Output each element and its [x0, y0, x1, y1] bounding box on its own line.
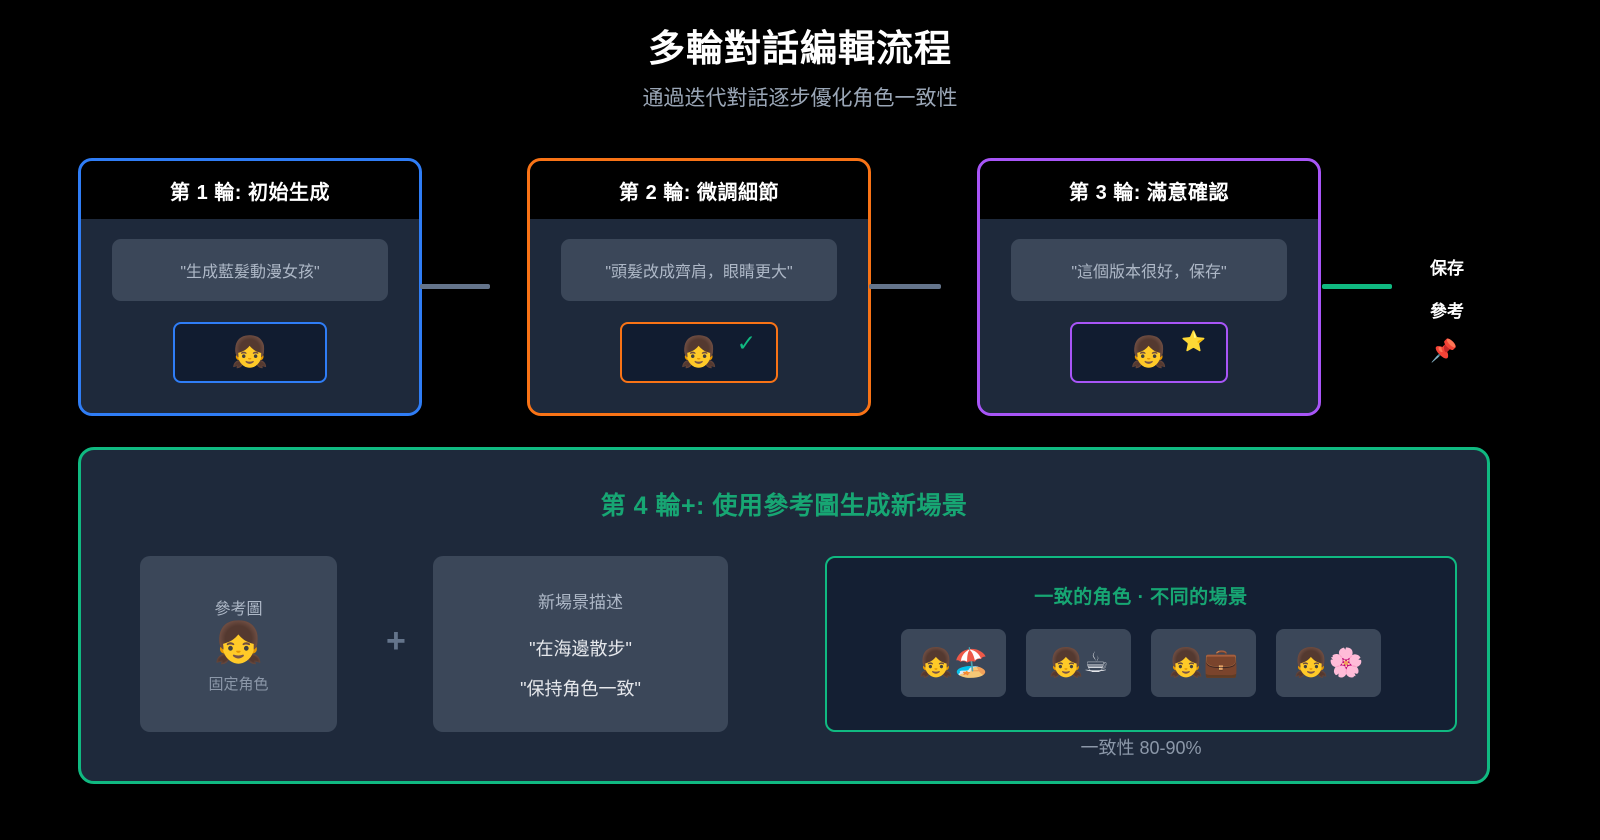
result-tile[interactable]: 👧💼	[1151, 629, 1256, 697]
new-scene-prompt-card[interactable]: 新場景描述 "在海邊散步" "保持角色一致"	[433, 556, 728, 732]
girl-icon: 👧	[213, 620, 264, 665]
checkmark-icon: ✓	[736, 330, 756, 356]
round-card-1-prompt[interactable]: "生成藍髮動漫女孩"	[112, 239, 388, 301]
connector-round1-round2	[420, 284, 490, 289]
rounds-row: 第 1 輪: 初始生成 "生成藍髮動漫女孩" 👧 第 2 輪: 微調細節 "頭髮…	[0, 158, 1600, 420]
save-label: 保存	[1430, 259, 1464, 278]
round-card-1-thumbnail[interactable]: 👧	[173, 322, 327, 383]
round-card-2-thumbnail[interactable]: 👧 ✓	[620, 322, 778, 383]
round4-title: 第 4 輪+: 使用參考圖生成新場景	[600, 492, 968, 520]
girl-icon: 👧	[680, 335, 718, 369]
round4-flow: 參考圖 👧 固定角色 + 新場景描述 "在海邊散步" "保持角色一致" 一致的角…	[81, 546, 1487, 758]
reference-image-label: 參考圖	[214, 600, 263, 618]
round-card-2[interactable]: 第 2 輪: 微調細節 "頭髮改成齊肩，眼睛更大" 👧 ✓	[527, 158, 871, 416]
save-reference-label: 保存 參考 📌	[1430, 254, 1570, 362]
plus-operator-icon: +	[386, 622, 406, 660]
reference-image-caption: 固定角色	[208, 675, 269, 693]
round-card-1-header: 第 1 輪: 初始生成	[81, 161, 419, 219]
reference-image-card[interactable]: 參考圖 👧 固定角色	[140, 556, 337, 732]
girl-icon: 👧	[231, 335, 269, 369]
round-card-1[interactable]: 第 1 輪: 初始生成 "生成藍髮動漫女孩" 👧	[78, 158, 422, 416]
round-card-2-body: "頭髮改成齊肩，眼睛更大" 👧 ✓	[530, 219, 868, 413]
new-scene-prompt-line-2: "保持角色一致"	[520, 678, 641, 699]
results-card: 一致的角色 · 不同的場景 👧🏖️ 👧☕ 👧💼 👧🌸	[825, 556, 1457, 732]
connector-round2-round3	[869, 284, 941, 289]
star-icon: ⭐	[1181, 331, 1206, 353]
round-card-3-body: "這個版本很好，保存" 👧 ⭐	[980, 219, 1318, 413]
new-scene-prompt-line-1: "在海邊散步"	[529, 638, 632, 659]
girl-icon: 👧	[1130, 335, 1168, 369]
round-card-2-header: 第 2 輪: 微調細節	[530, 161, 868, 219]
page-header: 多輪對話編輯流程 通過迭代對話逐步優化角色一致性	[0, 0, 1600, 112]
result-tile[interactable]: 👧🌸	[1276, 629, 1381, 697]
round-card-3-prompt[interactable]: "這個版本很好，保存"	[1011, 239, 1287, 301]
page-subtitle: 通過迭代對話逐步優化角色一致性	[642, 87, 958, 111]
new-scene-prompt-title: 新場景描述	[538, 592, 623, 612]
page-title: 多輪對話編輯流程	[648, 28, 952, 69]
round-card-1-body: "生成藍髮動漫女孩" 👧	[81, 219, 419, 413]
round-card-3-header: 第 3 輪: 滿意確認	[980, 161, 1318, 219]
round-card-2-prompt[interactable]: "頭髮改成齊肩，眼睛更大"	[561, 239, 837, 301]
round4-panel: 第 4 輪+: 使用參考圖生成新場景 參考圖 👧 固定角色 + 新場景描述 "在…	[78, 447, 1490, 784]
consistency-caption: 一致性 80-90%	[1080, 738, 1202, 758]
result-tile[interactable]: 👧☕	[1026, 629, 1131, 697]
round-card-3-thumbnail[interactable]: 👧 ⭐	[1070, 322, 1228, 383]
results-tiles: 👧🏖️ 👧☕ 👧💼 👧🌸	[901, 629, 1381, 697]
result-tile[interactable]: 👧🏖️	[901, 629, 1006, 697]
round-card-3[interactable]: 第 3 輪: 滿意確認 "這個版本很好，保存" 👧 ⭐	[977, 158, 1321, 416]
pushpin-icon: 📌	[1430, 338, 1458, 363]
reference-label: 參考	[1430, 302, 1464, 321]
results-title: 一致的角色 · 不同的場景	[1034, 587, 1248, 608]
connector-round3-save	[1322, 284, 1392, 289]
